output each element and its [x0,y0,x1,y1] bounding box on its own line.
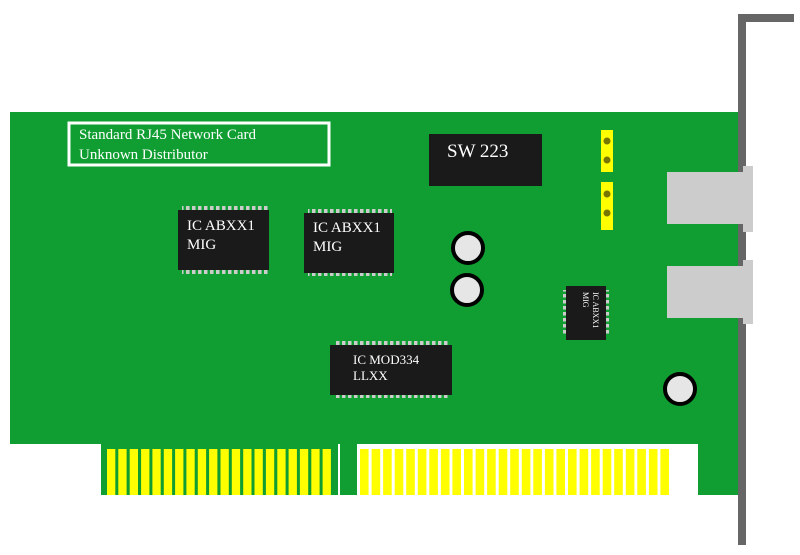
switch-label: SW 223 [447,141,508,162]
chip-ic-abxx1-1: IC ABXX1 MIG [178,206,269,274]
chip-3-line1: IC MOD334 [353,352,420,367]
card-label-distributor: Unknown Distributor [79,147,208,163]
edge-contact [254,449,263,495]
edge-contact [209,449,218,495]
edge-contact [406,449,415,495]
edge-contact [625,449,635,495]
rj45-port-2 [667,260,753,324]
edge-contact [288,449,297,495]
edge-contact [311,449,320,495]
edge-contact [510,449,519,495]
edge-contact [175,449,184,495]
edge-contact [591,449,600,495]
edge-contact [129,449,138,495]
bracket-tab [738,14,794,22]
edge-contact [568,449,577,495]
edge-contact [299,449,309,495]
chip-ic-abxx1-2: IC ABXX1 MIG [304,209,394,276]
edge-contact [533,449,542,495]
chip-3-line2: LLXX [353,368,388,383]
edge-contact [487,449,496,495]
edge-contact [141,449,150,495]
edge-contact [475,449,485,495]
edge-contact [243,449,252,495]
chip-2-line2: MIG [313,239,342,255]
edge-contact [220,449,229,495]
edge-contact [277,449,286,495]
edge-contact [498,449,508,495]
edge-contact [544,449,554,495]
capacitor-3 [663,372,697,406]
edge-contact [197,449,207,495]
edge-contact [383,449,392,495]
edge-contact [556,449,565,495]
switch-block: SW 223 [429,134,542,186]
edge-contact [614,449,623,495]
edge-contact [118,449,127,495]
edge-contact [521,449,531,495]
edge-contact [417,449,427,495]
edge-contact [429,449,438,495]
rj45-port-1 [667,166,753,232]
edge-contact [186,449,195,495]
pcb-board [10,112,738,495]
chip-ic-abxx1-rotated: IC ABXX1 MIG [563,286,609,340]
chip-ic-mod334: IC MOD334 LLXX [330,341,452,398]
card-label-title: Standard RJ45 Network Card [79,127,257,143]
edge-contact [452,449,461,495]
chip-4-line2: MIG [581,292,590,308]
edge-contact [440,449,450,495]
capacitor-1 [451,231,485,265]
edge-contact [637,449,646,495]
edge-contact [602,449,612,495]
edge-contact [648,449,658,495]
edge-contact [163,449,173,495]
edge-contact [265,449,275,495]
edge-contact [371,449,381,495]
edge-contact [152,449,161,495]
edge-connector-left [107,449,331,495]
card-label: Standard RJ45 Network Card Unknown Distr… [67,121,331,167]
chip-4-line1: IC ABXX1 [591,292,600,328]
chip-1-line1: IC ABXX1 [187,218,255,234]
led-indicator-1 [601,130,613,172]
edge-contact [464,449,473,495]
chip-1-line2: MIG [187,237,216,253]
edge-connector-right [360,449,669,495]
edge-contact [107,449,116,495]
edge-contact [360,449,369,495]
edge-contact [660,449,669,495]
led-indicator-2 [601,182,613,230]
edge-contact [394,449,404,495]
edge-contact [579,449,589,495]
capacitor-2 [450,273,484,307]
chip-2-line1: IC ABXX1 [313,220,381,236]
edge-contact [231,449,241,495]
edge-contact [322,449,331,495]
